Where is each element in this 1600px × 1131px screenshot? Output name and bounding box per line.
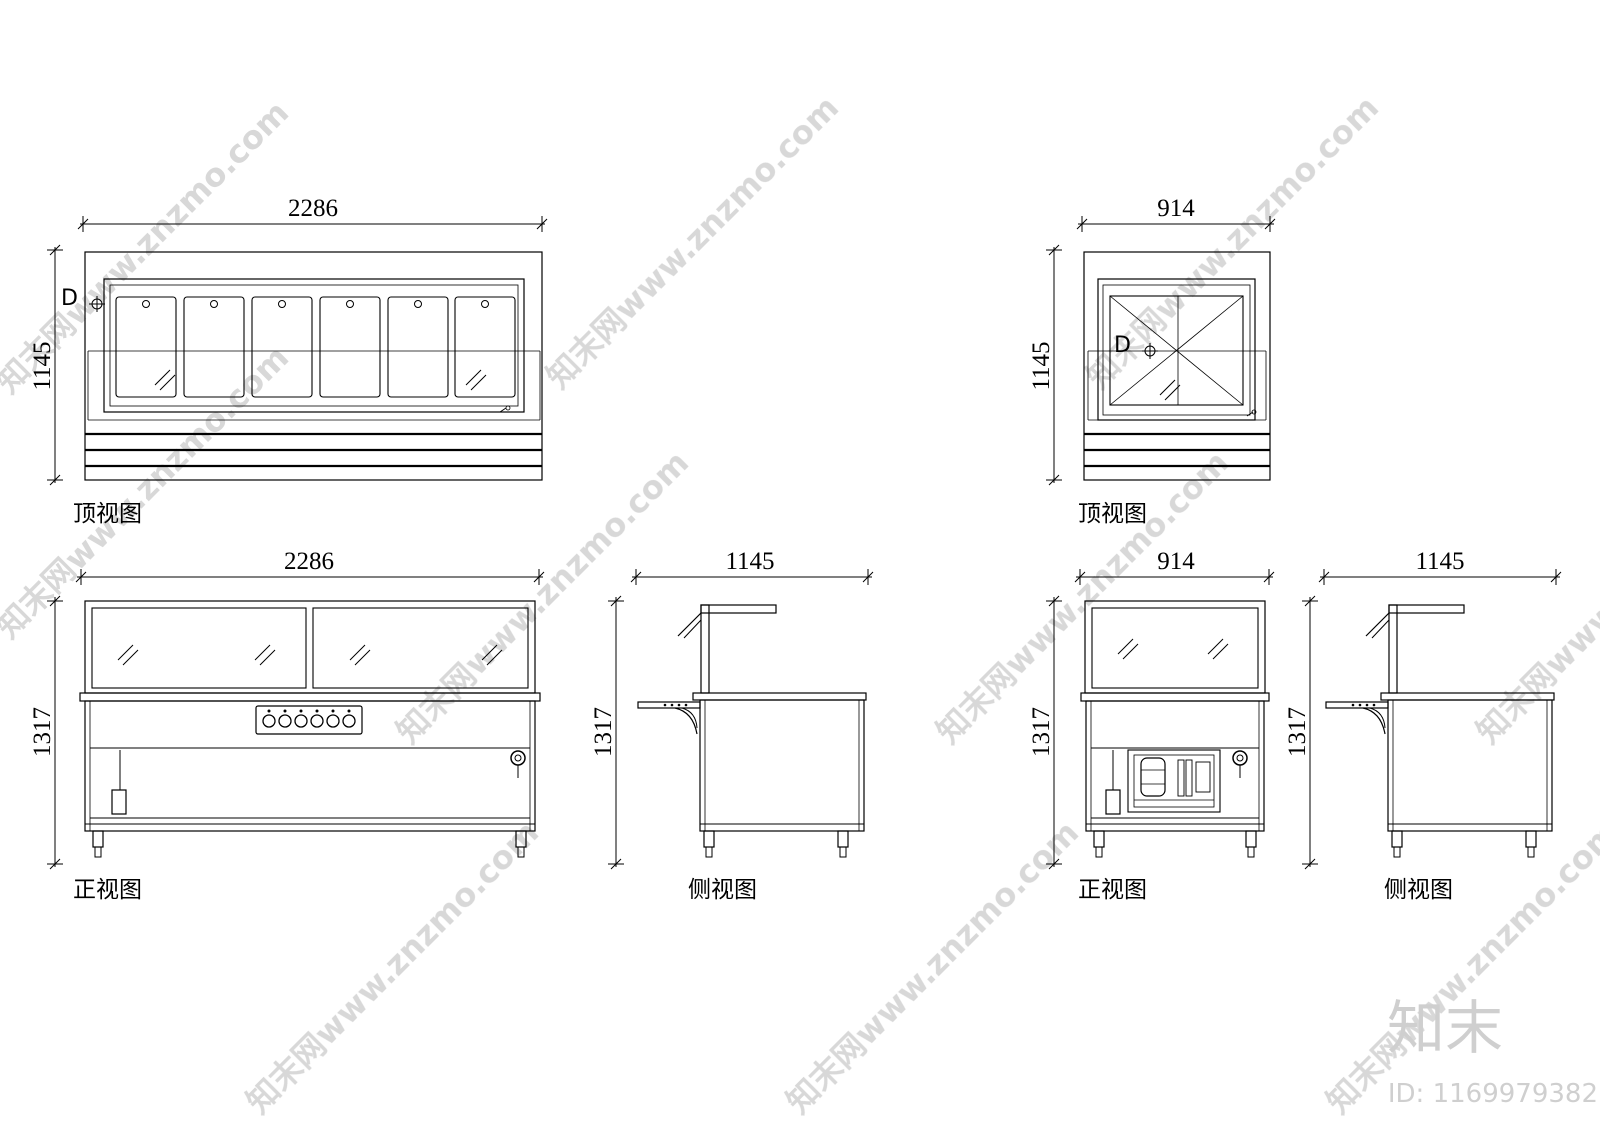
knob-icon [342,714,356,728]
right-front-view: 914 1317 [1028,548,1275,903]
valve-icon [510,750,526,766]
dim-height: 1317 [29,707,56,757]
watermark-text: 知末网www.znzmo.com [389,443,696,750]
dim-height: 1317 [1284,707,1311,757]
dim-height: 1317 [590,707,617,757]
right-top-view: 914 1145 D 顶视图 [1028,195,1276,527]
view-label-front: 正视图 [73,877,142,903]
dim-width: 914 [1157,548,1195,575]
view-label-side: 侧视图 [1384,877,1453,903]
right-side-view: 1145 1317 侧视图 [1284,548,1562,903]
knob-icon [326,714,340,728]
brand-logo: 知末 [1387,994,1503,1062]
image-id: ID: 1169979382 [1388,1079,1598,1109]
watermark-text: 知末网www.znzmo.com [779,813,1086,1120]
dim-width: 2286 [288,195,338,222]
control-panel [255,705,363,735]
view-label-side: 侧视图 [688,877,757,903]
watermark-text: 知末网www.znzmo.com [1319,813,1600,1120]
dim-width: 1145 [725,548,774,575]
dim-width: 1145 [1415,548,1464,575]
view-label-top: 顶视图 [1078,501,1147,527]
watermark-layer: 知末网www.znzmo.com 知末网www.znzmo.com 知末网www… [0,88,1600,1120]
dim-depth: 1145 [29,341,56,390]
left-front-view: 2286 1317 [29,548,545,903]
watermark-text: 知末网www.znzmo.com [929,443,1236,750]
dim-depth: 1145 [1028,341,1055,390]
drain-label: D [61,286,78,311]
compressor-unit [1127,749,1221,813]
left-top-view: 2286 1145 D [29,195,548,527]
knob-icon [294,714,308,728]
knob-icon [278,714,292,728]
drain-label: D [1114,333,1131,358]
valve-icon [1232,750,1248,766]
knob-icon [310,714,324,728]
dim-width: 914 [1157,195,1195,222]
knob-icon [262,714,276,728]
watermark-text: 知末网www.znzmo.com [1469,443,1600,750]
view-label-front: 正视图 [1078,877,1147,903]
dim-height: 1317 [1028,707,1055,757]
watermark-text: 知末网www.znzmo.com [239,813,546,1120]
watermark-text: 知末网www.znzmo.com [539,88,846,395]
left-side-view: 1145 1317 侧视图 [590,548,874,903]
view-label-top: 顶视图 [73,501,142,527]
dim-width: 2286 [284,548,334,575]
